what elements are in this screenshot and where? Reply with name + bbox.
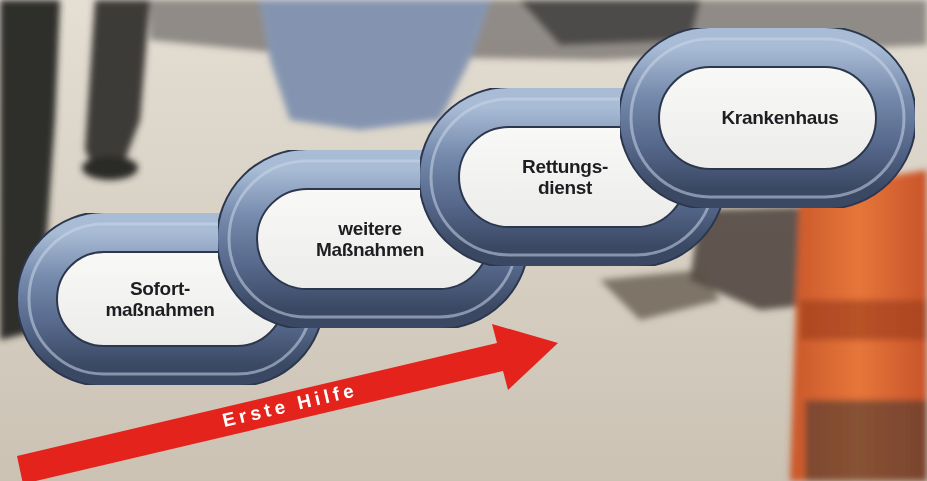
link-label: weitere Maßnahmen <box>316 218 424 261</box>
link-label: Rettungs- dienst <box>522 156 608 199</box>
arrow-label: Erste Hilfe <box>221 380 360 430</box>
chain-link: Krankenhaus <box>620 28 915 208</box>
link-label: Sofort- maßnahmen <box>105 278 214 321</box>
link-label: Krankenhaus <box>721 107 838 128</box>
